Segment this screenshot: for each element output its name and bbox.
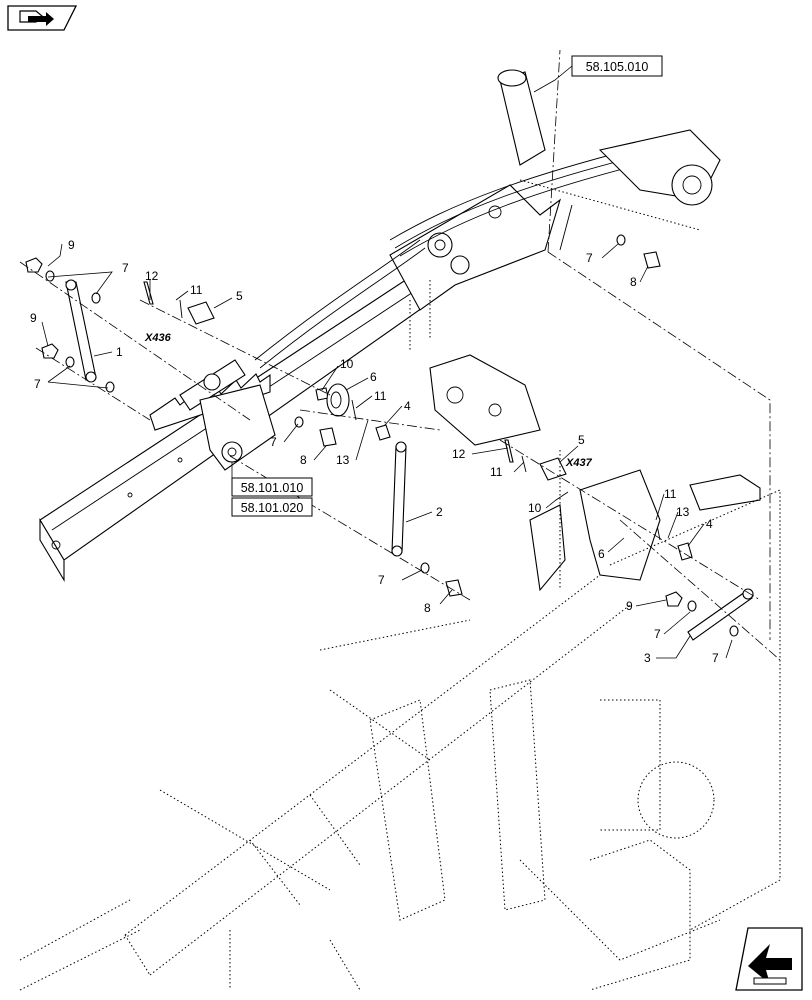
page-next-arrow-icon [748, 944, 792, 985]
page-back-arrow-icon [19, 10, 54, 26]
callout-1: 1 [116, 345, 123, 359]
link-part-3 [687, 588, 754, 641]
callout-11: 11 [490, 465, 503, 479]
callout-2: 2 [436, 505, 443, 519]
reference-label: 58.101.010 [241, 481, 304, 495]
callout-6: 6 [598, 547, 605, 561]
connector-label-x437: X437 [565, 457, 593, 469]
callout-9: 9 [30, 311, 37, 325]
callout-9: 9 [626, 599, 633, 613]
callout-7: 7 [378, 573, 385, 587]
callout-8: 8 [630, 275, 637, 289]
callout-9: 9 [68, 238, 75, 252]
callout-labels: 9 7 12 11 5 9 1 7 10 6 11 4 7 8 13 2 7 8… [30, 238, 719, 665]
callout-4: 4 [706, 517, 713, 531]
reference-box-58105010[interactable]: 58.105.010 [571, 55, 663, 77]
reference-box-58101010[interactable]: 58.101.010 [231, 477, 313, 497]
link-part-1 [65, 279, 97, 383]
callout-11: 11 [190, 283, 203, 297]
callout-7: 7 [34, 377, 41, 391]
hardware-left [25, 257, 215, 393]
callout-7: 7 [654, 627, 661, 641]
callout-5: 5 [236, 289, 243, 303]
callout-12: 12 [145, 269, 159, 283]
callout-10: 10 [528, 501, 542, 515]
callout-8: 8 [300, 453, 307, 467]
lower-frame [19, 450, 781, 991]
connector-label-x436: X436 [144, 332, 172, 344]
callout-6: 6 [370, 370, 377, 384]
callout-7: 7 [122, 261, 129, 275]
leader-lines [41, 243, 733, 659]
reference-label: 58.101.020 [241, 501, 304, 515]
reference-label: 58.105.010 [586, 60, 649, 74]
callout-5: 5 [578, 433, 585, 447]
callout-7: 7 [586, 251, 593, 265]
prev-page-button[interactable] [7, 5, 78, 31]
callout-13: 13 [336, 453, 350, 467]
hardware-center [294, 383, 463, 597]
callout-13: 13 [676, 505, 690, 519]
next-page-button[interactable] [735, 927, 803, 991]
callout-8: 8 [424, 601, 431, 615]
callout-11: 11 [374, 389, 387, 403]
callout-11: 11 [664, 487, 677, 501]
callout-10: 10 [340, 357, 354, 371]
callout-3: 3 [644, 651, 651, 665]
alignment-lines [19, 49, 781, 661]
callout-7: 7 [270, 435, 277, 449]
right-bracket [429, 354, 761, 592]
reference-box-58101020[interactable]: 58.101.020 [231, 497, 313, 517]
link-part-2 [391, 441, 407, 557]
callout-12: 12 [452, 447, 466, 461]
callout-7: 7 [712, 651, 719, 665]
left-bracket [199, 384, 276, 471]
callout-4: 4 [404, 399, 411, 413]
upper-frame-arm [39, 69, 721, 582]
